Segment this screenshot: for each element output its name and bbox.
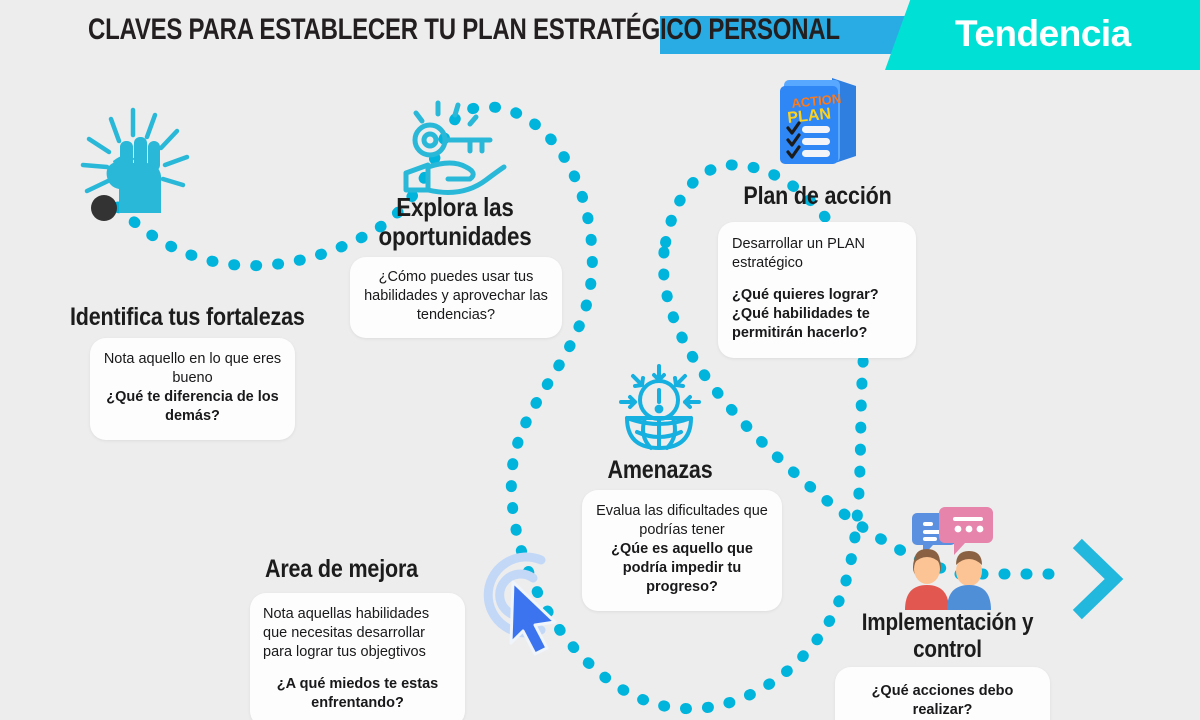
node-title-identifica: Identifica tus fortalezas bbox=[70, 303, 305, 331]
callout-body-plain: Evalua las dificultades que podrías tene… bbox=[596, 503, 768, 538]
callout-body-plain: Nota aquellas habilidades que necesitas … bbox=[263, 606, 430, 660]
node-title-implementacion-line2: control bbox=[913, 636, 982, 663]
icon-label-plan: PLAN bbox=[787, 106, 832, 127]
callout-body-plain: ¿Cómo puedes usar tus habilidades y apro… bbox=[364, 269, 548, 323]
header-teal-band bbox=[885, 0, 1200, 70]
node-title-plan: Plan de acción bbox=[743, 182, 892, 210]
node-title-explora-line1: Explora las bbox=[396, 192, 514, 222]
callout-body-plain: Desarrollar un PLAN estratégico bbox=[732, 236, 865, 271]
action-plan-clipboard-icon: ACTION PLAN bbox=[780, 78, 856, 164]
callout-implementacion: ¿Qué acciones debo realizar? bbox=[835, 667, 1050, 720]
node-title-implementacion-line1: Implementación y bbox=[861, 609, 1034, 636]
callout-body-bold: ¿A qué miedos te estas enfrentando? bbox=[276, 676, 439, 711]
callout-body-bold: ¿Qué quieres lograr? ¿Qué habilidades te… bbox=[732, 287, 879, 341]
callout-amenazas: Evalua las dificultades que podrías tene… bbox=[582, 490, 782, 611]
node-title-amenazas: Amenazas bbox=[607, 456, 713, 484]
callout-plan: Desarrollar un PLAN estratégico ¿Qué qui… bbox=[718, 222, 916, 358]
click-cursor-ripple-icon bbox=[483, 552, 557, 656]
page-title: CLAVES PARA ESTABLECER TU PLAN ESTRATÉGI… bbox=[88, 13, 840, 46]
raised-fist-icon bbox=[80, 107, 190, 213]
callout-explora: ¿Cómo puedes usar tus habilidades y apro… bbox=[350, 257, 562, 338]
node-title-area-mejora: Area de mejora bbox=[265, 555, 418, 583]
header-banner: CLAVES PARA ESTABLECER TU PLAN ESTRATÉGI… bbox=[0, 0, 1200, 70]
callout-body-bold: ¿Qué acciones debo realizar? bbox=[871, 683, 1014, 718]
chevron-right-arrow-icon bbox=[1072, 538, 1124, 620]
hand-holding-key-icon bbox=[403, 100, 507, 195]
people-chat-icon bbox=[905, 507, 993, 610]
callout-identifica: Nota aquello en lo que eres bueno ¿Qué t… bbox=[90, 338, 295, 440]
globe-warning-icon bbox=[619, 364, 701, 450]
callout-body-plain: Nota aquello en lo que eres bueno bbox=[103, 351, 282, 386]
trend-badge-label: Tendencia bbox=[955, 13, 1131, 54]
node-title-explora-line2: oportunidades bbox=[378, 221, 532, 251]
callout-area-mejora: Nota aquellas habilidades que necesitas … bbox=[250, 593, 465, 720]
callout-body-bold: ¿Qúe es aquello que podría impedir tu pr… bbox=[611, 541, 753, 595]
icon-label-action: ACTION bbox=[791, 91, 842, 111]
callout-body-bold: ¿Qué te diferencia de los demás? bbox=[106, 389, 279, 424]
